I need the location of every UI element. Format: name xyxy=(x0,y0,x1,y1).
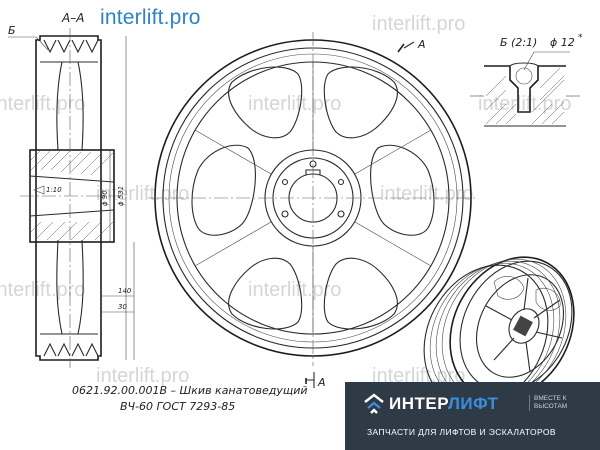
drawing-caption: 0621.92.00.001В – Шкив канатоведущий ВЧ-… xyxy=(72,383,312,415)
watermark-layer: interlift.pro interlift.pro interlift.pr… xyxy=(0,13,571,387)
watermark-text: interlift.pro xyxy=(96,365,189,387)
watermark-text: interlift.pro xyxy=(372,13,465,35)
groove-diameter: ϕ 12 xyxy=(550,36,575,49)
watermark-text: interlift.pro xyxy=(248,93,341,115)
brand-banner: ИНТЕРЛИФТ ВМЕСТЕ К ВЫСОТАМ ЗАПЧАСТИ ДЛЯ … xyxy=(345,382,600,450)
detail-label: Б (2:1) xyxy=(500,36,537,49)
dim-inner-diameter: ϕ 90 xyxy=(101,190,109,206)
watermark-text: interlift.pro xyxy=(0,279,85,301)
cut-label-top: А xyxy=(417,38,426,51)
groove-mark: * xyxy=(578,33,583,43)
chamfer-note: 1:10 xyxy=(46,186,62,194)
brand-name-part-1: ИНТЕР xyxy=(389,394,448,413)
spoke-windows xyxy=(191,66,435,330)
front-view: А А xyxy=(148,32,478,389)
section-title: А–А xyxy=(61,11,84,25)
watermark-text: interlift.pro xyxy=(0,93,85,115)
brand-name: ИНТЕРЛИФТ xyxy=(389,394,498,414)
section-view-aa: А–А Б xyxy=(8,11,135,368)
watermark-text: interlift.pro xyxy=(478,93,571,115)
cut-label-bottom: А xyxy=(317,376,326,389)
brand-logo-icon xyxy=(364,393,384,414)
view-letter-label: Б xyxy=(8,24,16,37)
watermark-text: interlift.pro xyxy=(372,365,465,387)
dim-outer-diameter: ϕ 531 xyxy=(117,186,125,206)
caption-line-2: ВЧ-60 ГОСТ 7293-85 xyxy=(120,400,236,413)
watermark-text: interlift.pro xyxy=(248,279,341,301)
brand-name-part-2: ЛИФТ xyxy=(448,394,499,413)
dim-width-hub: 30 xyxy=(118,303,127,311)
detail-view-b: Б (2:1) ϕ 12 * xyxy=(470,33,583,127)
site-url: interlift.pro xyxy=(100,6,201,29)
caption-line-1: 0621.92.00.001В – Шкив канатоведущий xyxy=(72,384,308,397)
dim-width-total: 140 xyxy=(118,287,132,295)
watermark-text: interlift.pro xyxy=(96,183,189,205)
section-hatching xyxy=(30,149,114,241)
detail-hatching xyxy=(485,67,565,125)
brand-tagline: ВМЕСТЕ К ВЫСОТАМ xyxy=(529,395,598,411)
brand-subtitle: ЗАПЧАСТИ ДЛЯ ЛИФТОВ И ЭСКАЛАТОРОВ xyxy=(367,427,556,437)
watermark-text: interlift.pro xyxy=(380,183,473,205)
